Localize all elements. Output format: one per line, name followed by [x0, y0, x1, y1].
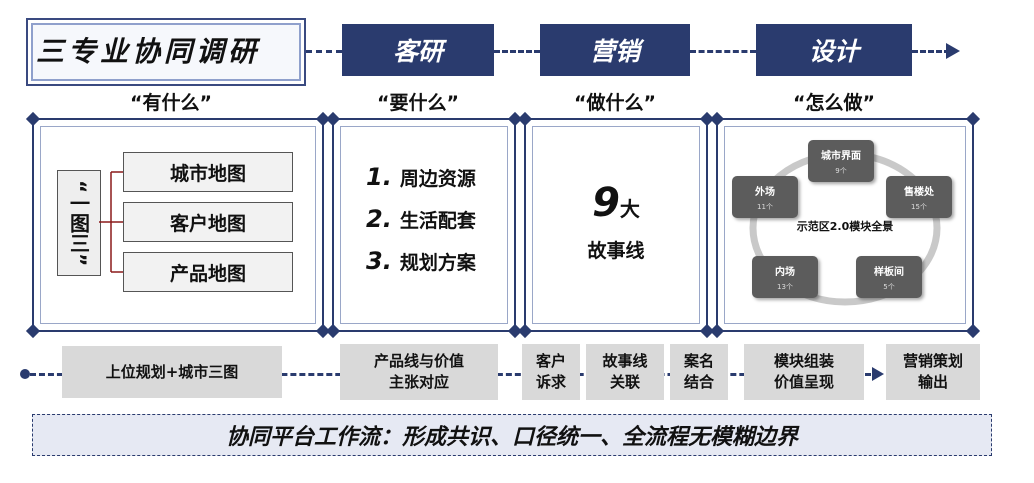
panel-zen — [709, 111, 981, 339]
step-sheji: 设计 — [756, 24, 912, 76]
flow-step-7: 营销策划 输出 — [886, 344, 980, 400]
connector-line — [494, 50, 540, 53]
map-city: 城市地图 — [123, 152, 293, 192]
flow-step-5: 案名 结合 — [670, 344, 728, 400]
quote-you: “有什么” — [130, 92, 212, 114]
summary-banner: 协同平台工作流：形成共识、口径统一、全流程无模糊边界 — [32, 414, 992, 456]
flow-step-2: 产品线与价值 主张对应 — [340, 344, 498, 400]
quote-zuo: “做什么” — [574, 92, 656, 114]
flow-start-dot — [20, 369, 30, 379]
title-frame — [26, 18, 306, 86]
page-title: 三专业协同调研 — [36, 35, 261, 68]
big-number: 9大 — [592, 180, 640, 226]
map-customer: 客户地图 — [123, 202, 293, 242]
flow-step-1: 上位规划+城市三图 — [62, 346, 282, 398]
arrow-right-icon — [872, 367, 884, 381]
quote-yao: “要什么” — [377, 92, 459, 114]
panel-zuo — [517, 111, 715, 339]
quote-zen: “怎么做” — [793, 92, 875, 114]
flow-step-3: 客户 诉求 — [522, 344, 580, 400]
arrow-right-icon — [946, 43, 960, 59]
map-product: 产品地图 — [123, 252, 293, 292]
side-label: “一图三” — [57, 170, 101, 276]
connector-line — [690, 50, 756, 53]
list-item: 3.规划方案 — [366, 247, 476, 275]
flow-step-6: 模块组装 价值呈现 — [744, 344, 864, 400]
step-keyan: 客研 — [342, 24, 494, 76]
cycle-center: 示范区2.0模块全景 — [796, 220, 894, 233]
step-yingxiao: 营销 — [540, 24, 690, 76]
list-item: 1.周边资源 — [366, 163, 476, 191]
flow-step-4: 故事线 关联 — [586, 344, 664, 400]
connector-line — [912, 50, 950, 53]
panel-yao — [325, 111, 523, 339]
connector-line — [306, 50, 342, 53]
list-item: 2.生活配套 — [366, 205, 476, 233]
bracket-lines — [99, 171, 125, 273]
storyline-caption: 故事线 — [587, 240, 645, 262]
